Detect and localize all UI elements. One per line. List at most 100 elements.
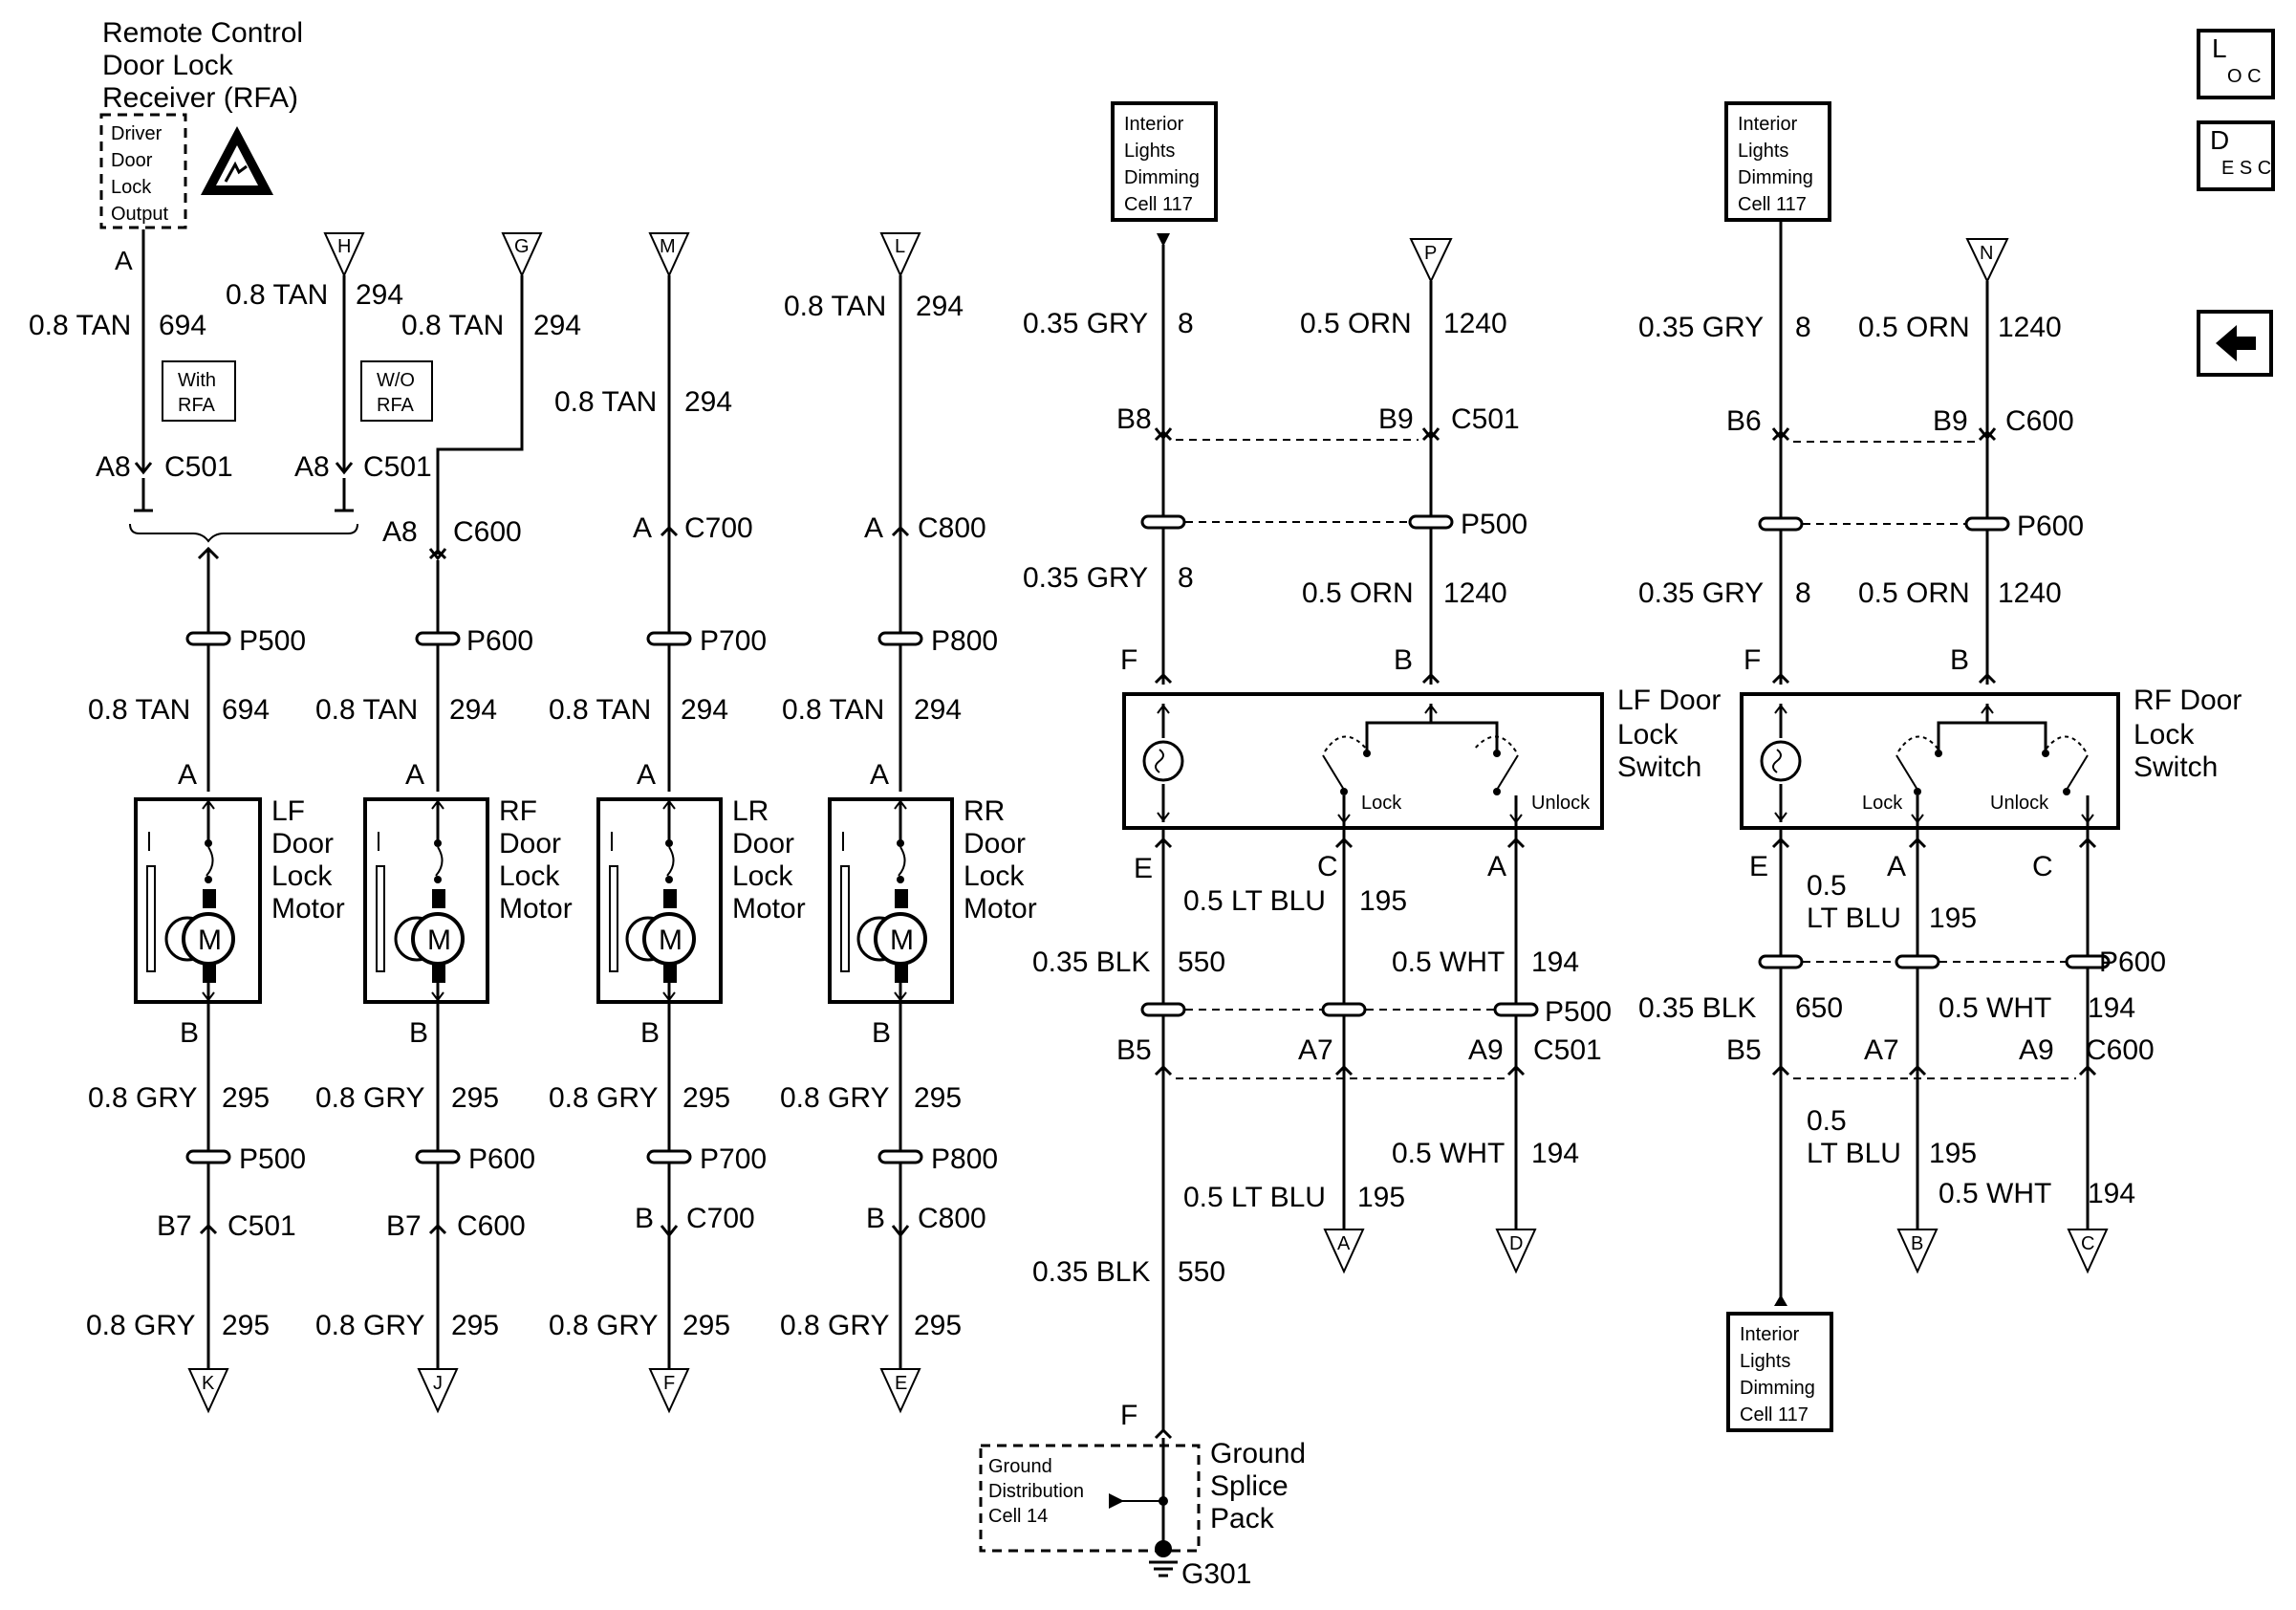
dim-lf-1: Interior [1124, 114, 1184, 135]
lr-door-lock-motor: M [596, 797, 723, 1004]
splice-pack-1: Ground [1210, 1438, 1306, 1469]
svg-text:M: M [890, 925, 914, 956]
lf-switch-unlock: Unlock [1531, 793, 1591, 814]
circuit-8-rf: 8 [1795, 312, 1811, 343]
circuit-1240-rf-b: 1240 [1998, 577, 2062, 609]
circuit-1240-lf-b: 1240 [1443, 577, 1507, 609]
rr-motor-label-2: Door [964, 828, 1026, 859]
rf-switch-label-3: Switch [2134, 751, 2218, 783]
circuit-294-l: 294 [916, 291, 964, 322]
svg-text:F: F [663, 1373, 675, 1394]
conn-c501-lf-b: C501 [1533, 1034, 1602, 1066]
circuit-550-lf-b: 550 [1178, 1256, 1225, 1288]
wire-tan-294-l: 0.8 TAN [784, 291, 886, 322]
circuit-1240-rf: 1240 [1998, 312, 2062, 343]
rfa-title-1: Remote Control [102, 17, 303, 49]
lf-switch-label-2: Lock [1617, 719, 1679, 751]
lf-switch-label-1: LF Door [1617, 685, 1721, 716]
svg-text:N: N [1980, 243, 1993, 264]
wire-wht-194-rf: 0.5 WHT [1939, 992, 2051, 1024]
splice-p500-sw [1140, 514, 1186, 530]
flag-c: C [2067, 1229, 2109, 1274]
circuit-194-rf: 194 [2088, 992, 2135, 1024]
pin-b-c700: B [635, 1203, 654, 1234]
wire-gry-295-rr-b: 0.8 GRY [780, 1310, 890, 1341]
label-p600-sw-b: P600 [2099, 946, 2166, 978]
wire-orn-1240-rf-b: 0.5 ORN [1858, 577, 1970, 609]
pin-c-lfsw: C [1317, 851, 1338, 882]
splice-pack-2: Splice [1210, 1470, 1289, 1502]
rf-switch-unlock: Unlock [1990, 793, 2049, 814]
flag-d: D [1495, 1229, 1537, 1274]
rf-switch-label-2: Lock [2134, 719, 2195, 751]
circuit-195-rf: 195 [1929, 903, 1977, 934]
gnd-dist-3: Cell 14 [988, 1506, 1048, 1527]
wire-orn-1240-lf: 0.5 ORN [1300, 308, 1412, 339]
conn-c700-2: C700 [686, 1203, 755, 1234]
rfa-title-2: Door Lock [102, 50, 234, 81]
location-button[interactable]: L O C [2197, 29, 2275, 99]
wire-ltblu-195-rf-b2: LT BLU [1807, 1138, 1901, 1169]
flag-k: K [187, 1368, 229, 1414]
pin-b-rr: B [872, 1017, 891, 1049]
pin-f-ground: F [1120, 1400, 1137, 1431]
wire-tan-294-g: 0.8 TAN [401, 310, 504, 341]
svg-text:H: H [337, 236, 351, 257]
label-p500-a: P500 [239, 625, 306, 657]
pin-e-lf: E [1134, 853, 1153, 884]
wire-gry-8-rf: 0.35 GRY [1638, 312, 1764, 343]
pin-f-lf: F [1120, 644, 1137, 676]
wire-tan-694-b: 0.8 TAN [88, 694, 190, 726]
wire-tan-294-lr: 0.8 TAN [549, 694, 651, 726]
description-button[interactable]: D E S C [2197, 120, 2275, 191]
svg-text:A: A [1337, 1233, 1351, 1254]
svg-text:M: M [660, 236, 676, 257]
loc-label-1: L [2212, 33, 2227, 63]
conn-b8-lf: B8 [1116, 403, 1152, 435]
svg-text:E: E [895, 1373, 907, 1394]
pin-e-rf: E [1749, 851, 1768, 882]
circuit-694-label: 694 [159, 310, 206, 341]
label-p700-a: P700 [700, 625, 767, 657]
conn-c501-sw: C501 [1451, 403, 1520, 435]
flag-n: N [1965, 238, 2009, 284]
wire-wht-194-rf-b: 0.5 WHT [1939, 1178, 2051, 1209]
label-p600-sw: P600 [2017, 511, 2084, 542]
lf-motor-label-3: Lock [271, 860, 333, 892]
flag-e: E [879, 1368, 921, 1414]
flag-m: M [648, 232, 690, 278]
circuit-295-rr: 295 [914, 1082, 962, 1114]
flag-h: H [323, 232, 365, 278]
pin-b-lr: B [640, 1017, 660, 1049]
wire-gry-295-lr-b: 0.8 GRY [549, 1310, 659, 1341]
circuit-8-rf-b: 8 [1795, 577, 1811, 609]
with-rfa-1: With [178, 370, 216, 391]
wire-tan-294-rr: 0.8 TAN [782, 694, 884, 726]
wo-rfa-2: RFA [377, 395, 415, 416]
rfa-title-3: Receiver (RFA) [102, 82, 298, 114]
dim-lf-4: Cell 117 [1124, 194, 1193, 215]
conn-c700-1: C700 [684, 512, 753, 544]
label-p500-sw-b: P500 [1545, 996, 1612, 1028]
wire-tan-294-rf: 0.8 TAN [315, 694, 418, 726]
dim-lf-3: Dimming [1124, 167, 1200, 188]
dimming-box-lf [1111, 101, 1218, 222]
back-arrow-icon [2216, 325, 2256, 361]
circuit-195-lf-b: 195 [1357, 1182, 1405, 1213]
conn-b9-lf: B9 [1378, 403, 1414, 435]
wire-orn-1240-lf-b: 0.5 ORN [1302, 577, 1414, 609]
wire-gry-8-lf: 0.35 GRY [1023, 308, 1148, 339]
conn-c600-1: C600 [453, 516, 522, 548]
lf-switch-label-3: Switch [1617, 751, 1701, 783]
label-p800-b: P800 [931, 1143, 998, 1175]
circuit-694-b: 694 [222, 694, 270, 726]
circuit-295-rf-b: 295 [451, 1310, 499, 1341]
back-button[interactable] [2197, 310, 2273, 377]
rf-motor-label-3: Lock [499, 860, 560, 892]
wire-gry-8-rf-b: 0.35 GRY [1638, 577, 1764, 609]
circuit-295-lr: 295 [682, 1082, 730, 1114]
flag-f: F [648, 1368, 690, 1414]
splice-pack-3: Pack [1210, 1503, 1275, 1534]
conn-b7-lf: B7 [157, 1210, 192, 1242]
flag-p: P [1409, 238, 1453, 284]
